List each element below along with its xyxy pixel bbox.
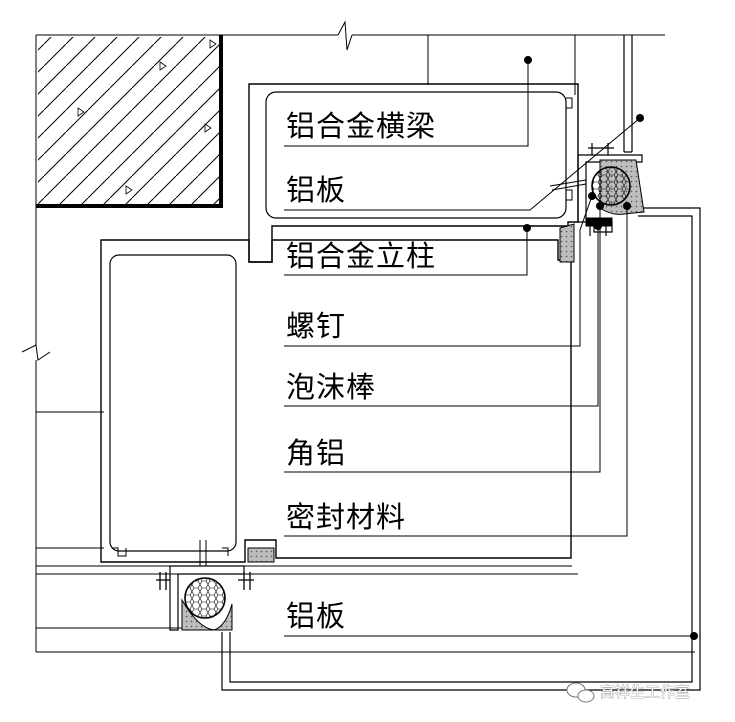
upper-alu-panel (623, 35, 633, 153)
label-panel-top: 铝板 (286, 173, 346, 207)
watermark: 高祥生工作室 (566, 682, 690, 703)
label-angle-alu: 角铝 (286, 436, 346, 470)
sealant (181, 159, 645, 631)
leader-dots (523, 56, 698, 640)
angle-alu-lower (169, 565, 245, 631)
watermark-text: 高祥生工作室 (600, 683, 690, 701)
structure-outline (21, 20, 695, 653)
foam-rod-upper (591, 166, 631, 206)
wechat-icon (566, 682, 595, 703)
screw-lower (156, 179, 587, 590)
label-beam: 铝合金横梁 (286, 109, 436, 143)
foam-rod-lower (184, 577, 226, 619)
corner-alu-panel (221, 207, 701, 691)
label-column: 铝合金立柱 (286, 239, 436, 273)
angle-alu-upper (577, 154, 643, 233)
label-foam-rod: 泡沫棒 (286, 370, 376, 404)
label-panel-bottom: 铝板 (286, 599, 346, 633)
label-screw: 螺钉 (286, 309, 346, 343)
concrete-wall (36, 35, 223, 208)
leader-lines (284, 60, 694, 637)
label-sealant: 密封材料 (286, 500, 406, 534)
